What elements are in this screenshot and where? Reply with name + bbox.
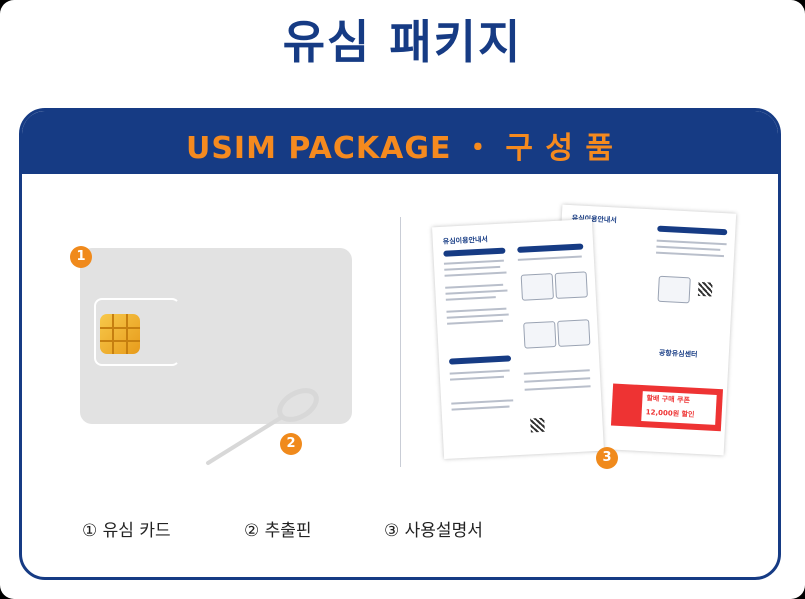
sim-card-image — [80, 248, 352, 424]
ejector-pin-image — [206, 388, 319, 465]
badge-3: 3 — [596, 447, 618, 469]
card-header: USIM PACKAGE ・ 구 성 품 — [22, 111, 778, 174]
sim-chip — [100, 314, 140, 354]
caption-sim-card: ① 유심 카드 — [82, 521, 171, 541]
badge-2: 2 — [280, 433, 302, 455]
manual-front-title: 유심이용안내서 — [442, 235, 489, 246]
package-card: USIM PACKAGE ・ 구 성 품 1 2 유심이용안내서 — [19, 108, 781, 580]
manual-coupon: 할배 구매 쿠폰 12,000원 할인 — [610, 383, 724, 432]
caption-manual: ③ 사용설명서 — [384, 521, 483, 541]
badge-1: 1 — [70, 246, 92, 268]
caption-ejector-pin: ② 추출핀 — [244, 521, 312, 541]
manual-front-page: 유심이용안내서 — [432, 218, 604, 460]
page-title: 유심 패키지 — [282, 15, 523, 69]
divider — [400, 217, 401, 467]
manual-brand: 공항유심센터 — [658, 348, 698, 359]
card-header-title: USIM PACKAGE ・ 구 성 품 — [185, 131, 615, 166]
sim-cut-outline — [94, 298, 180, 366]
